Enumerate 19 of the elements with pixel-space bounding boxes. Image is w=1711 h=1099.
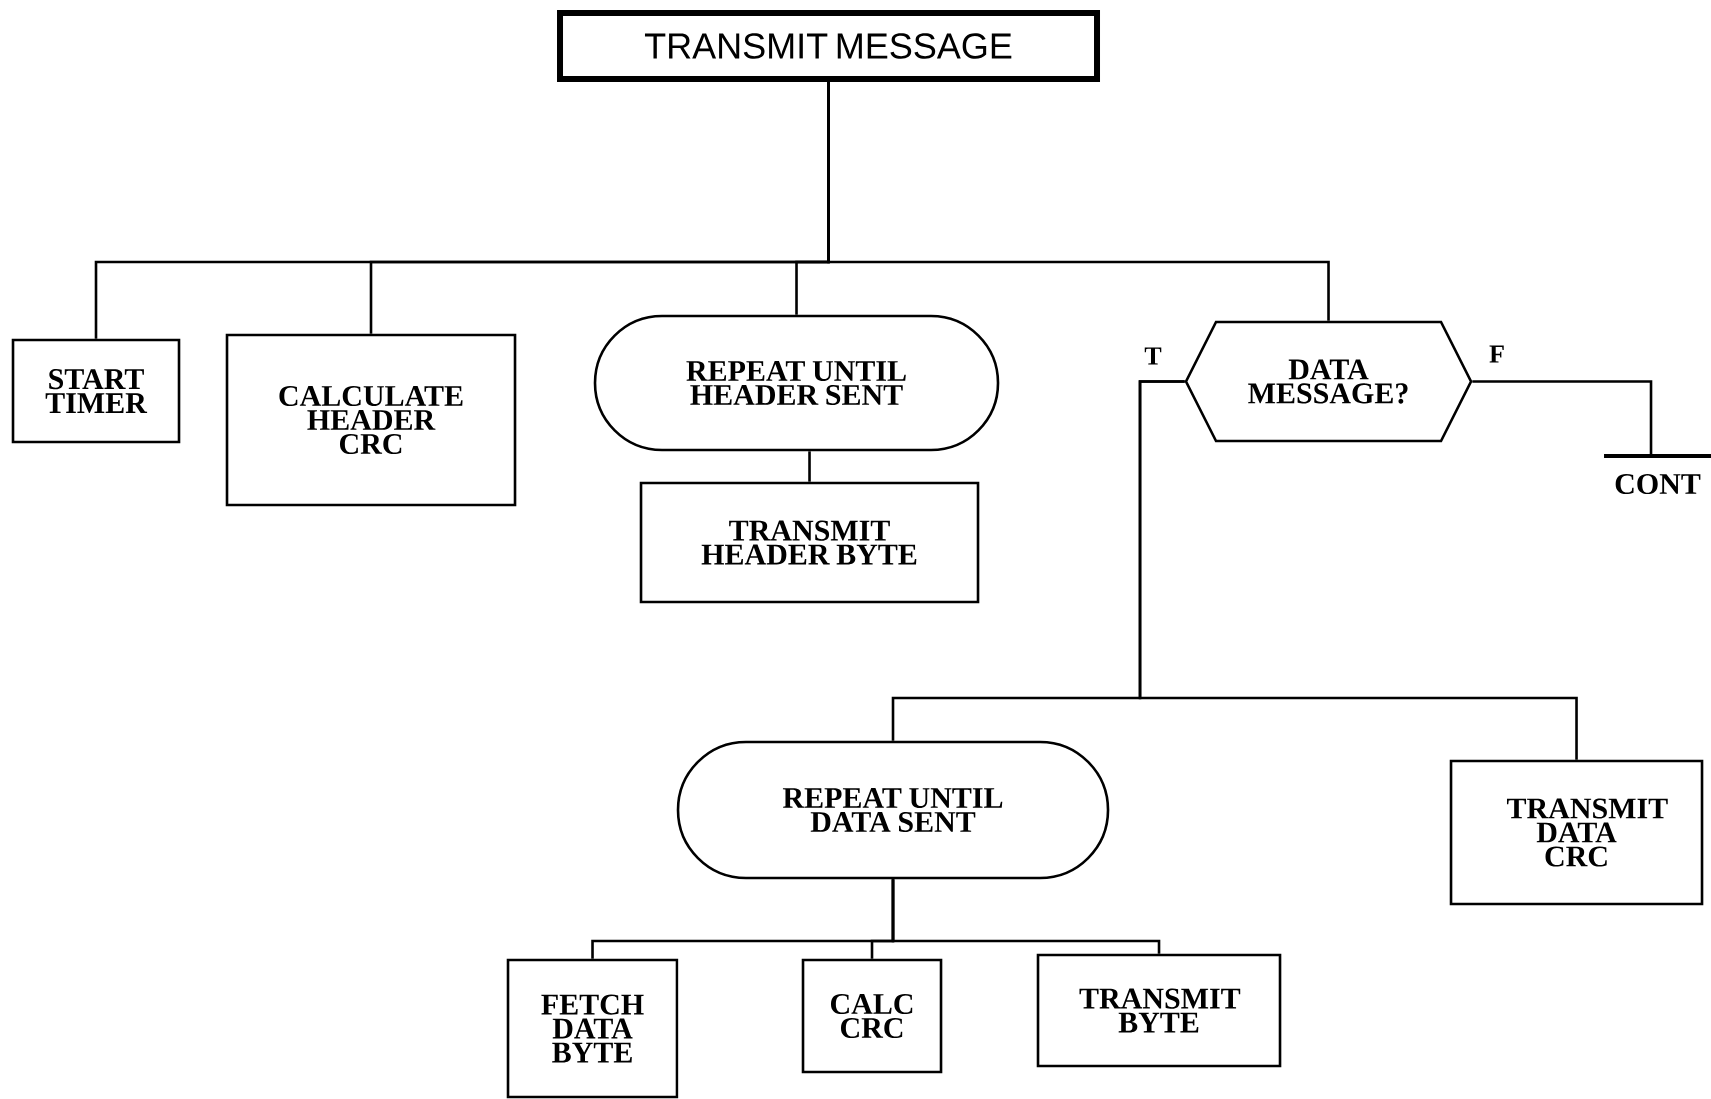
connector [1472,380,1653,456]
process-box: CALC CRC [801,958,943,1074]
edge-label: T [1144,347,1162,365]
decision-hexagon: DATA MESSAGE? [1184,320,1473,443]
connector [827,82,1330,321]
process-box: CALCULATE HEADER CRC [225,333,517,507]
connector-label: CONT [1604,454,1711,495]
loop-box: REPEAT UNTIL DATA SENT [676,740,1110,880]
connector [891,879,1161,954]
process-box: TRANSMIT BYTE [1036,953,1282,1068]
connector [808,451,811,482]
edge-label: F [1489,345,1504,363]
process-box: FETCH DATA BYTE [506,958,679,1099]
loop-box: REPEAT UNTIL HEADER SENT [593,314,1000,452]
process-box: START TIMER [11,338,181,444]
process-box: TRANSMIT DATA CRC [1449,759,1704,906]
process-box: TRANSMIT HEADER BYTE [639,481,980,604]
connector [1138,380,1578,760]
process-box: TRANSMIT MESSAGE [557,10,1100,82]
